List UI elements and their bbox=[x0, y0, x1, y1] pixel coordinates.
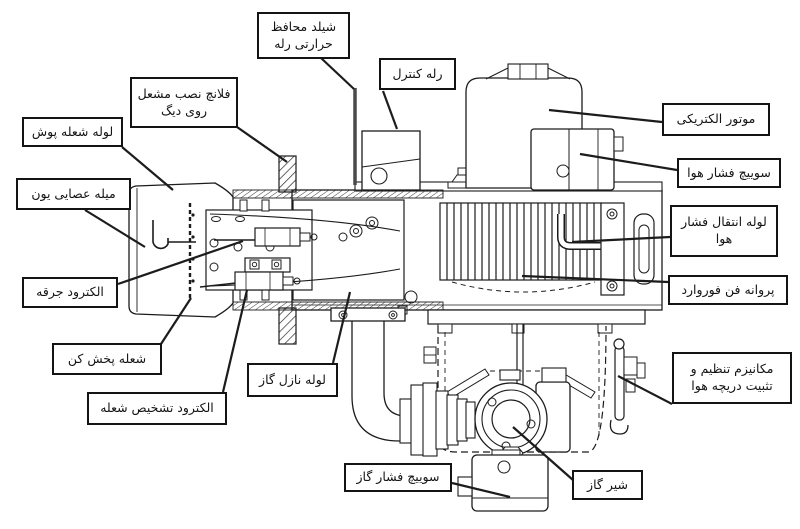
control-relay-drawing bbox=[361, 130, 421, 191]
leader-spark-electrode bbox=[117, 239, 244, 286]
leader-ion-rod bbox=[84, 209, 146, 248]
leader-electric-motor bbox=[548, 108, 663, 124]
leader-gas-nozzle-tube bbox=[331, 291, 352, 364]
leader-flame-tube bbox=[121, 146, 174, 191]
leader-lines bbox=[84, 57, 678, 499]
leader-flame-detector-electrode bbox=[221, 289, 249, 393]
leader-flame-spreader bbox=[160, 297, 192, 345]
leader-mounting-flange bbox=[236, 126, 288, 163]
leader-forward-fan bbox=[521, 274, 669, 284]
leader-damper-mechanism bbox=[617, 375, 673, 405]
leader-thermal-shield bbox=[320, 57, 355, 90]
air-pressure-switch-drawing bbox=[530, 128, 624, 191]
leader-air-pressure-switch bbox=[579, 152, 678, 172]
leader-control-relay bbox=[381, 90, 399, 130]
leader-gas-valve bbox=[512, 426, 574, 481]
damper-mechanism-drawing bbox=[609, 338, 646, 435]
mounting-flange-drawing bbox=[278, 155, 297, 345]
leader-air-pressure-tube bbox=[571, 235, 671, 244]
leader-gas-pressure-switch bbox=[451, 481, 511, 499]
electrode-assembly-drawing bbox=[152, 199, 401, 301]
gas-train-drawing bbox=[330, 307, 571, 512]
